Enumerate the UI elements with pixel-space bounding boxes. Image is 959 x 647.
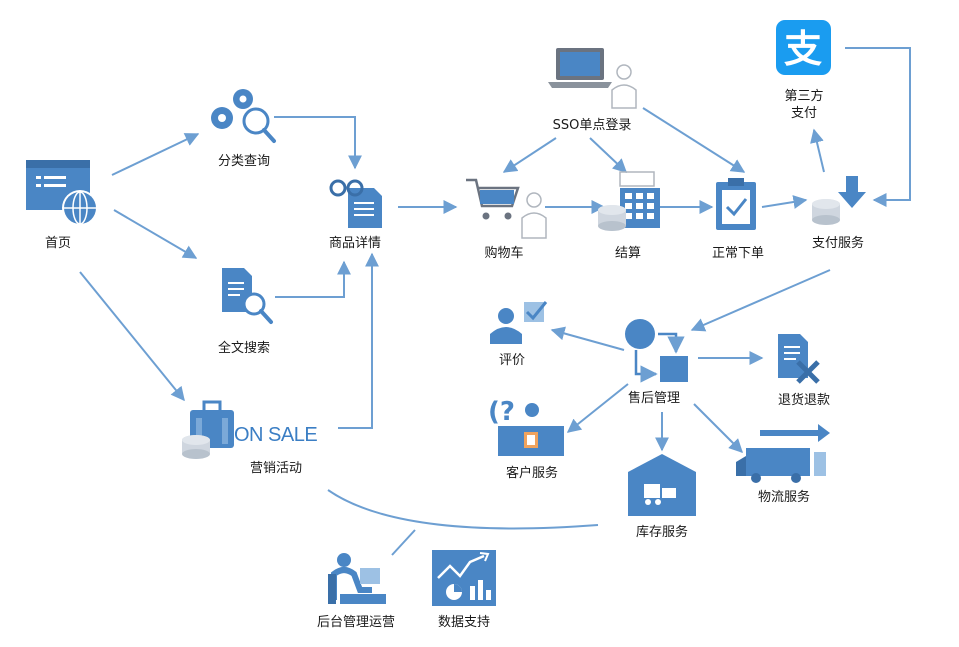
user-check-icon xyxy=(490,301,548,344)
edge-sso-checkout xyxy=(589,137,628,173)
node-refund: 退货退款 xyxy=(778,334,830,408)
edge-aftersales-logistics xyxy=(693,403,743,453)
truck-icon xyxy=(736,424,830,483)
label-review: 评价 xyxy=(499,353,525,368)
label-inventory: 库存服务 xyxy=(636,524,688,540)
operator-desk-icon xyxy=(328,553,386,604)
edge-home-category xyxy=(111,133,200,176)
edge-category-detail xyxy=(274,116,362,170)
shopping-cart-user-icon xyxy=(466,178,547,239)
alipay-icon: 支 xyxy=(776,20,831,75)
label-refund: 退货退款 xyxy=(778,392,830,408)
node-payment: 支付服务 xyxy=(812,176,866,251)
label-promotion: 营销活动 xyxy=(250,461,302,476)
edge-aftersales-customer xyxy=(566,383,629,433)
edge-sso-order xyxy=(642,107,746,173)
node-promotion: ON SALE 营销活动 xyxy=(182,400,318,476)
laptop-user-icon xyxy=(548,48,637,109)
edge-fulltext-detail xyxy=(275,260,351,298)
label-customer-service: 客户服务 xyxy=(506,465,558,481)
label-sso: SSO单点登录 xyxy=(553,118,632,133)
edge-home-fulltext xyxy=(113,209,198,259)
label-checkout: 结算 xyxy=(615,246,641,261)
label-third-party-2: 支付 xyxy=(791,106,817,121)
node-after-sales: 售后管理 xyxy=(625,319,688,406)
edge-aftersales-review xyxy=(550,326,625,351)
label-data-support: 数据支持 xyxy=(438,615,490,630)
label-backend: 后台管理运营 xyxy=(317,615,395,630)
node-third-party: 支 第三方 支付 xyxy=(776,20,831,121)
edge-home-promotion xyxy=(79,271,185,402)
clipboard-check-icon xyxy=(716,178,756,230)
edge-payment-alipay xyxy=(810,128,825,173)
node-detail: 商品详情 xyxy=(329,179,382,251)
database-download-icon xyxy=(812,176,866,225)
label-order: 正常下单 xyxy=(712,246,764,261)
svg-text:(?: (? xyxy=(488,397,515,427)
document-x-icon xyxy=(778,334,820,384)
svg-text:支: 支 xyxy=(784,27,822,71)
label-logistics: 物流服务 xyxy=(758,489,810,505)
label-detail: 商品详情 xyxy=(329,236,381,251)
edge-sso-cart xyxy=(502,137,557,173)
label-after-sales: 售后管理 xyxy=(628,390,680,406)
warehouse-forklift-icon xyxy=(628,454,696,516)
node-home: 首页 xyxy=(26,160,98,251)
edge-promotion-detail xyxy=(338,252,379,429)
label-fulltext: 全文搜索 xyxy=(218,340,270,356)
edge-alipay-payment xyxy=(845,47,911,207)
node-sso: SSO单点登录 xyxy=(548,48,637,133)
gears-search-icon xyxy=(211,89,276,143)
node-fulltext: 全文搜索 xyxy=(218,268,273,356)
node-order: 正常下单 xyxy=(712,178,764,261)
node-category: 分类查询 xyxy=(211,89,276,169)
circle-cycle-icon xyxy=(625,319,688,383)
node-logistics: 物流服务 xyxy=(736,424,830,505)
suitcase-database-icon xyxy=(182,400,234,459)
label-home: 首页 xyxy=(45,236,71,251)
chart-board-icon xyxy=(432,550,496,606)
label-cart: 购物车 xyxy=(484,245,523,261)
node-data-support: 数据支持 xyxy=(432,550,496,630)
label-category: 分类查询 xyxy=(218,154,270,169)
glasses-document-icon xyxy=(329,179,382,228)
support-desk-icon: (? xyxy=(488,397,564,456)
connectors xyxy=(79,47,911,556)
document-search-icon xyxy=(222,268,273,324)
browser-globe-icon xyxy=(26,160,98,226)
calculator-database-icon xyxy=(598,171,660,231)
edge-backend-curve xyxy=(327,489,599,530)
node-customer-service: (? 客户服务 xyxy=(488,397,564,481)
label-third-party-1: 第三方 xyxy=(784,88,823,104)
edge-order-payment xyxy=(761,195,808,209)
node-cart: 购物车 xyxy=(466,178,547,261)
edge-payment-aftersales xyxy=(690,269,831,332)
node-review: 评价 xyxy=(490,301,548,368)
edge-backend-link xyxy=(391,529,416,556)
label-payment: 支付服务 xyxy=(812,235,864,251)
on-sale-text: ON SALE xyxy=(234,424,317,446)
node-backend: 后台管理运营 xyxy=(317,553,395,630)
node-checkout: 结算 xyxy=(598,171,660,261)
node-inventory: 库存服务 xyxy=(628,454,696,540)
